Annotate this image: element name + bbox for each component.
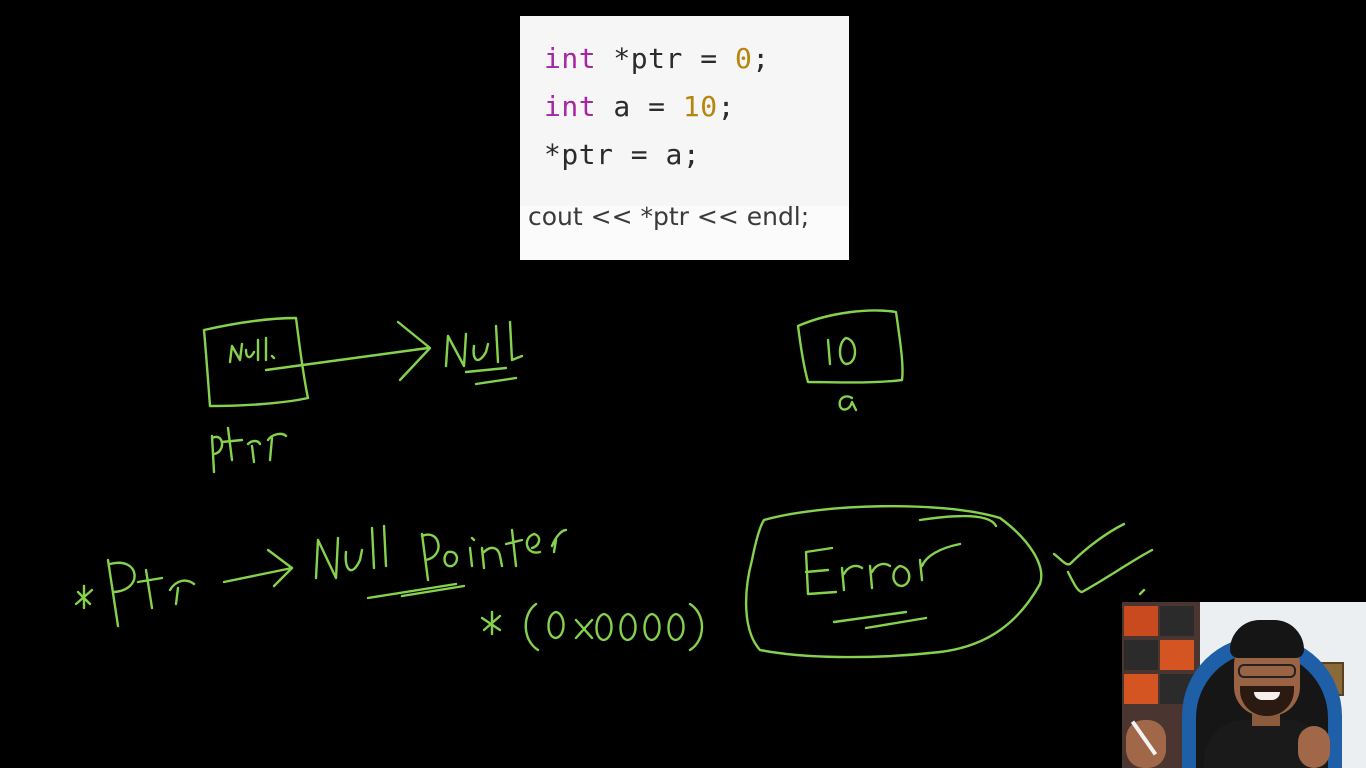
presenter-hair xyxy=(1230,620,1304,658)
null-scribble-in-box xyxy=(228,336,276,364)
null-pointer-underline-1 xyxy=(366,582,458,600)
star-address xyxy=(480,610,502,636)
a-box-drawing xyxy=(796,309,904,384)
acoustic-foam-tile xyxy=(1124,606,1158,636)
code-text: a = xyxy=(596,90,683,123)
null-word xyxy=(444,320,524,368)
presenter-webcam xyxy=(1122,602,1366,768)
code-line-2: int a = 10; xyxy=(544,90,735,123)
null-pointer-text xyxy=(314,524,568,582)
code-text: *ptr = xyxy=(596,42,735,75)
glasses-icon xyxy=(1238,664,1296,678)
error-underline-2 xyxy=(864,616,928,630)
digit-1 xyxy=(826,338,832,366)
number-literal: 0 xyxy=(734,42,753,75)
address-text xyxy=(524,602,704,652)
digit-0 xyxy=(838,336,857,366)
ptr-text-bottom xyxy=(106,558,196,628)
arrow-to-null-pointer xyxy=(222,566,294,584)
acoustic-foam-tile xyxy=(1124,674,1158,704)
check-mark-2 xyxy=(1066,548,1154,594)
code-snippet-card: int *ptr = 0; int a = 10; *ptr = a; cout… xyxy=(520,16,849,260)
error-oval xyxy=(744,504,1043,659)
keyword-int: int xyxy=(544,42,597,75)
semicolon: ; xyxy=(752,42,770,75)
null-underline-2 xyxy=(474,376,518,386)
cout-line: cout << *ptr << endl; xyxy=(528,202,810,231)
error-oval-tail xyxy=(918,514,998,528)
check-mark-1 xyxy=(1052,522,1126,566)
null-pointer-underline-2 xyxy=(400,584,466,598)
presenter-right-hand xyxy=(1298,726,1330,768)
arrow-to-null xyxy=(264,346,430,372)
arrow-head-null xyxy=(396,320,432,382)
ptr-box-drawing xyxy=(202,316,310,408)
keyword-int: int xyxy=(544,90,597,123)
check-mark-dot xyxy=(1138,588,1146,596)
code-block: int *ptr = 0; int a = 10; *ptr = a; xyxy=(520,16,849,206)
acoustic-foam-tile xyxy=(1124,640,1158,670)
error-underline-1 xyxy=(832,610,908,624)
semicolon: ; xyxy=(717,90,735,123)
code-line-1: int *ptr = 0; xyxy=(544,42,770,75)
star-ptr xyxy=(74,584,94,610)
ptr-label xyxy=(210,426,288,474)
error-word xyxy=(804,542,962,596)
arrow-head-null-pointer xyxy=(266,548,294,588)
null-underline-1 xyxy=(464,366,508,374)
code-line-3: *ptr = a; xyxy=(544,138,701,171)
label-a xyxy=(838,395,858,412)
number-literal: 10 xyxy=(682,90,718,123)
acoustic-foam-tile xyxy=(1160,606,1194,636)
acoustic-foam-tile xyxy=(1160,640,1194,670)
presenter-smile xyxy=(1254,692,1280,700)
